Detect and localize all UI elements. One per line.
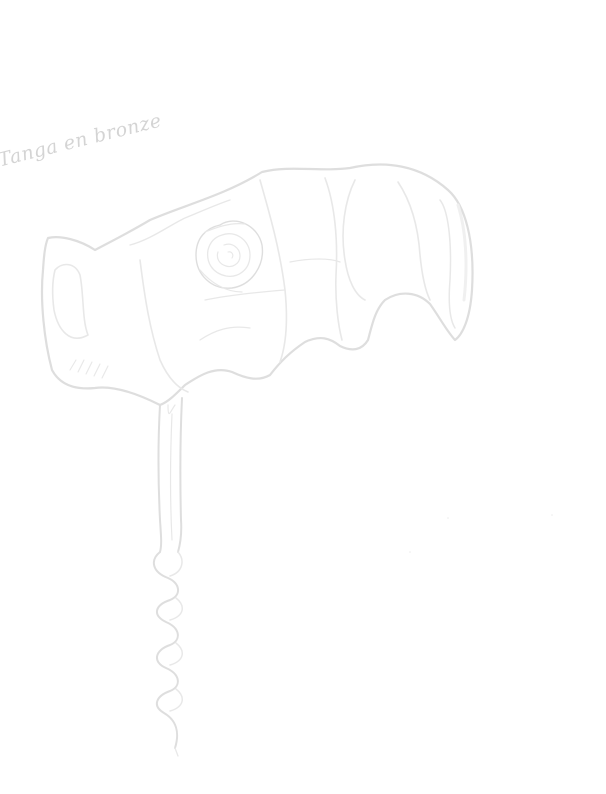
rose-ornament [195,220,264,293]
corkscrew-worm [152,551,183,757]
corkscrew-shank [157,397,183,553]
corkscrew-handle [40,163,474,407]
speck [447,517,449,519]
speck [551,514,553,516]
speck [409,551,411,553]
